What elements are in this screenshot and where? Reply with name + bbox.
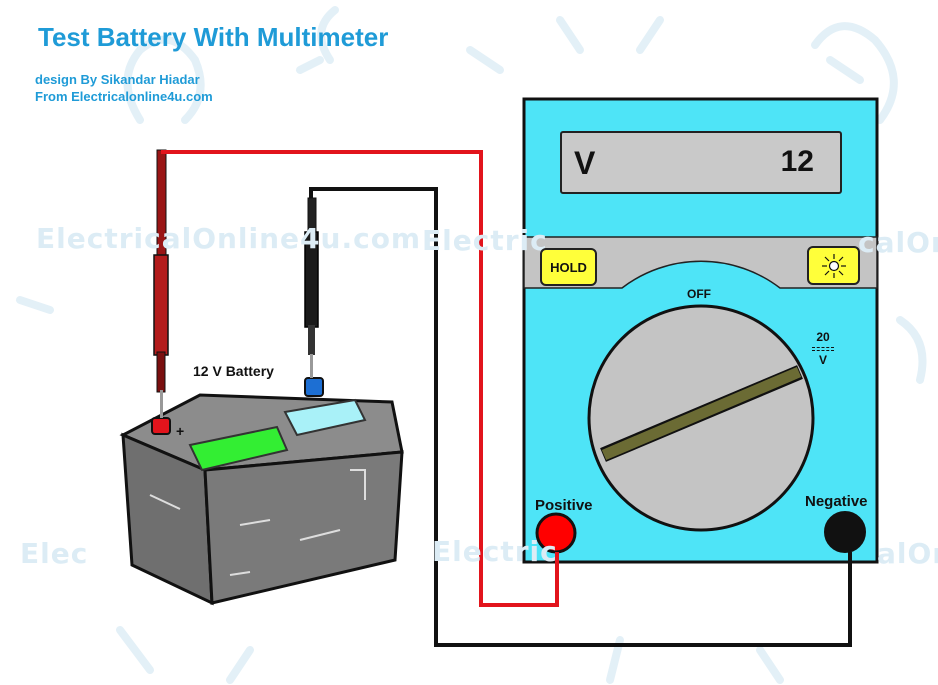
negative-wire	[309, 187, 852, 647]
red-probe	[153, 149, 169, 418]
positive-wire	[161, 150, 559, 607]
page-title: Test Battery With Multimeter	[38, 22, 389, 52]
range-marker: 20 V	[812, 330, 834, 367]
dc-symbol	[812, 347, 834, 351]
sun-light-icon	[821, 253, 846, 278]
battery-positive-terminal	[151, 417, 171, 435]
credit-line-1: design By Sikandar Hiadar	[35, 72, 200, 87]
watermark-text-4: Elec	[20, 537, 89, 570]
battery-indicator-blue	[283, 398, 367, 437]
car-battery: +	[68, 377, 408, 612]
battery-negative-terminal	[304, 377, 324, 397]
display-unit: V	[574, 145, 596, 181]
range-value: 20	[816, 330, 830, 344]
display-value: 12	[780, 145, 814, 178]
battery-front	[203, 450, 404, 605]
multimeter-button-band	[523, 236, 878, 289]
positive-label: Positive	[535, 497, 593, 514]
hold-button[interactable]: HOLD	[540, 248, 597, 286]
watermark-text-5: Electric	[432, 535, 558, 568]
backlight-button[interactable]	[807, 246, 860, 285]
range-unit: V	[818, 353, 827, 367]
background-bulb-watermarks	[16, 6, 927, 684]
watermark-text-1: ElectricalOnline4u.com	[36, 222, 422, 255]
battery-label: 12 V Battery	[193, 363, 274, 379]
watermark-text-2: Electric	[422, 224, 548, 257]
battery-plus-sign: +	[176, 423, 184, 439]
watermark-text-6: alOn	[877, 537, 938, 570]
battery-indicator-green	[188, 425, 289, 472]
black-probe	[304, 197, 319, 378]
credit-line-2: From Electricalonline4u.com	[35, 89, 213, 104]
watermark-text-3: calOn	[858, 226, 938, 259]
negative-jack[interactable]	[824, 511, 866, 553]
dial-pointer	[601, 366, 802, 461]
negative-label: Negative	[805, 493, 868, 510]
off-label: OFF	[687, 287, 711, 301]
multimeter-display: V 12	[560, 131, 842, 194]
